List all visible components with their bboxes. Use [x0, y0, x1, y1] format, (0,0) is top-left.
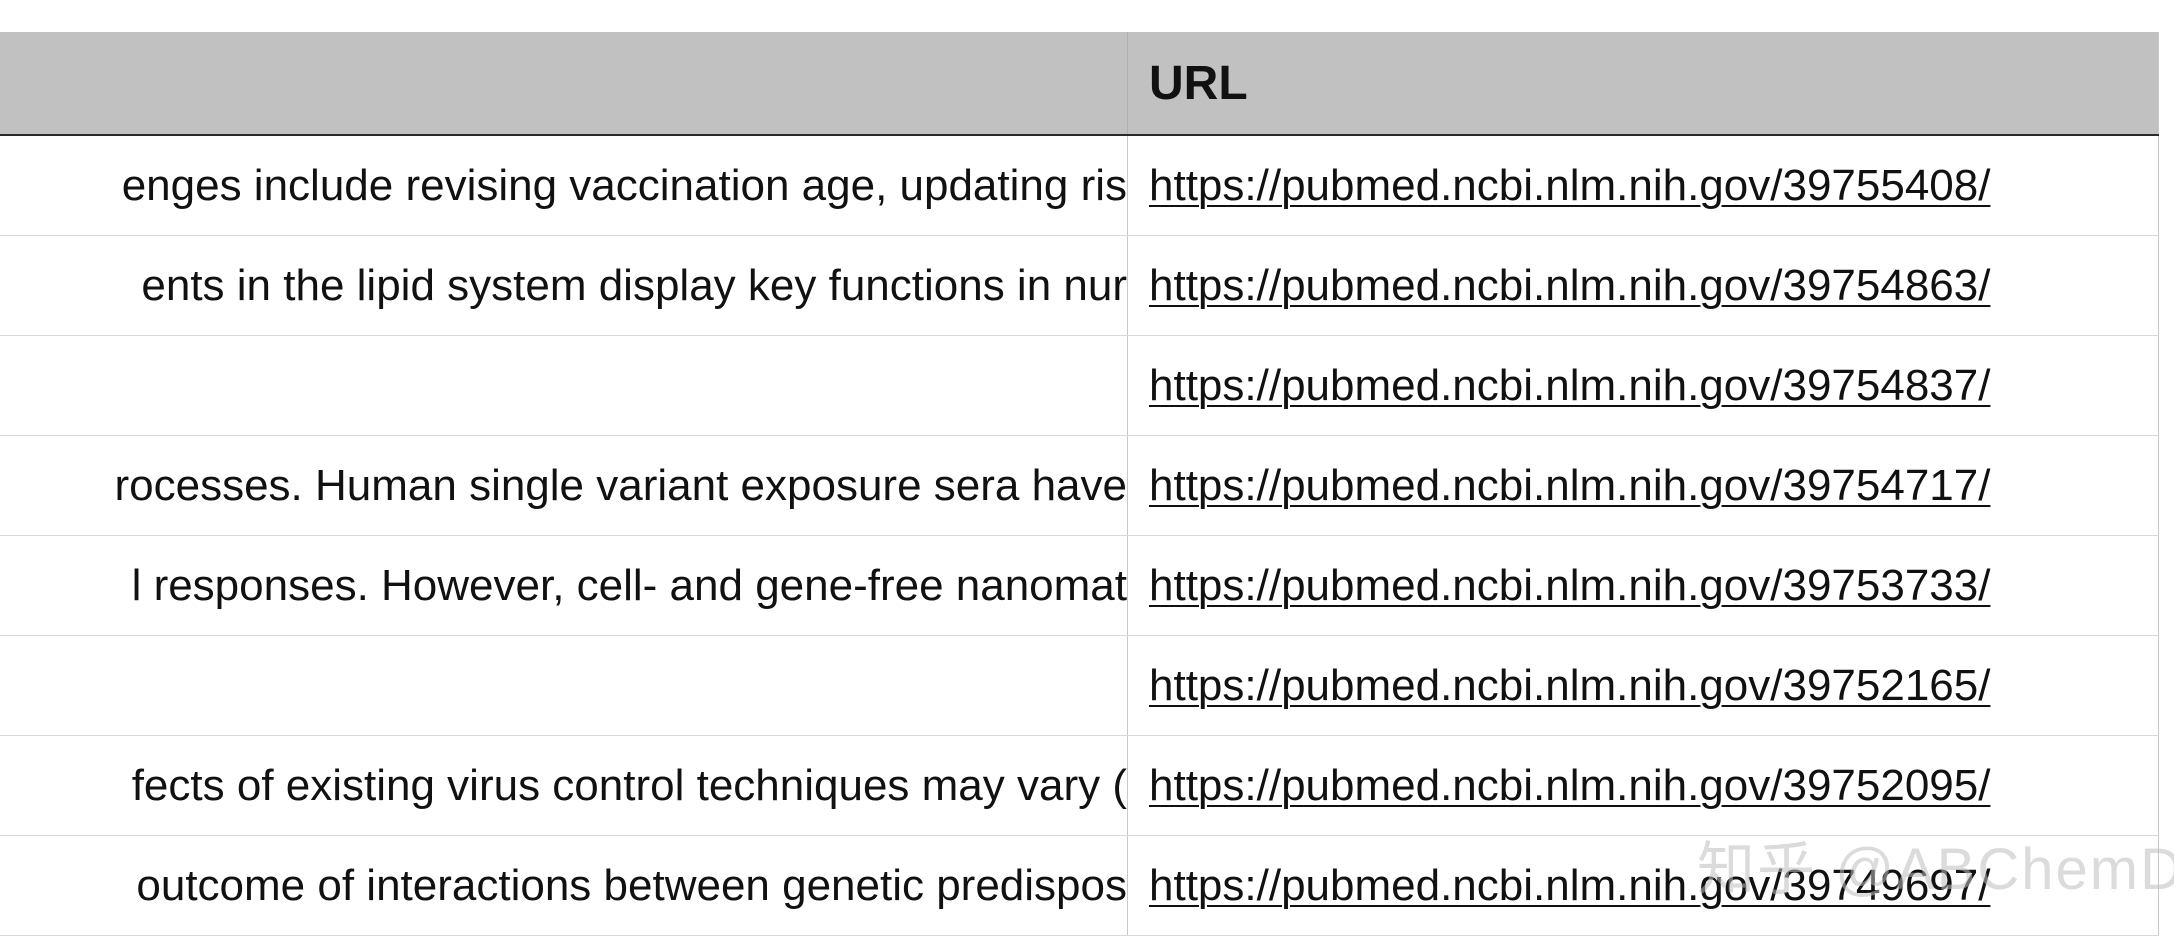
description-text: l responses. However, cell- and gene-fre…: [131, 560, 1127, 610]
description-text: ents in the lipid system display key fun…: [141, 260, 1127, 310]
table-row: rocesses. Human single variant exposure …: [0, 436, 2159, 536]
description-cell[interactable]: enges include revising vaccination age, …: [0, 136, 1127, 235]
table-row: ents in the lipid system display key fun…: [0, 236, 2159, 336]
url-link[interactable]: https://pubmed.ncbi.nlm.nih.gov/39755408…: [1149, 160, 1991, 210]
url-cell[interactable]: https://pubmed.ncbi.nlm.nih.gov/39754837…: [1127, 336, 2159, 435]
description-cell[interactable]: outcome of interactions between genetic …: [0, 836, 1127, 935]
url-link[interactable]: https://pubmed.ncbi.nlm.nih.gov/39749697…: [1149, 860, 1991, 910]
header-url-label: URL: [1149, 56, 1248, 110]
table-row: https://pubmed.ncbi.nlm.nih.gov/39752165…: [0, 636, 2159, 736]
description-cell[interactable]: rocesses. Human single variant exposure …: [0, 436, 1127, 535]
url-cell[interactable]: https://pubmed.ncbi.nlm.nih.gov/39752095…: [1127, 736, 2159, 835]
description-cell[interactable]: ents in the lipid system display key fun…: [0, 236, 1127, 335]
description-cell[interactable]: [0, 636, 1127, 735]
url-cell[interactable]: https://pubmed.ncbi.nlm.nih.gov/39749697…: [1127, 836, 2159, 935]
header-description-cell[interactable]: [0, 32, 1127, 134]
table-row: outcome of interactions between genetic …: [0, 836, 2159, 936]
header-url-cell[interactable]: URL: [1127, 32, 2159, 134]
url-cell[interactable]: https://pubmed.ncbi.nlm.nih.gov/39753733…: [1127, 536, 2159, 635]
url-link[interactable]: https://pubmed.ncbi.nlm.nih.gov/39754717…: [1149, 460, 1991, 510]
description-text: fects of existing virus control techniqu…: [131, 760, 1127, 810]
url-cell[interactable]: https://pubmed.ncbi.nlm.nih.gov/39754717…: [1127, 436, 2159, 535]
url-link[interactable]: https://pubmed.ncbi.nlm.nih.gov/39753733…: [1149, 560, 1991, 610]
table-row: https://pubmed.ncbi.nlm.nih.gov/39754837…: [0, 336, 2159, 436]
spreadsheet-table: URL enges include revising vaccination a…: [0, 32, 2159, 938]
header-row: URL: [0, 32, 2159, 136]
description-cell[interactable]: l responses. However, cell- and gene-fre…: [0, 536, 1127, 635]
url-cell[interactable]: https://pubmed.ncbi.nlm.nih.gov/39754863…: [1127, 236, 2159, 335]
description-cell[interactable]: fects of existing virus control techniqu…: [0, 736, 1127, 835]
table-row: l responses. However, cell- and gene-fre…: [0, 536, 2159, 636]
description-cell[interactable]: [0, 336, 1127, 435]
url-link[interactable]: https://pubmed.ncbi.nlm.nih.gov/39752165…: [1149, 660, 1991, 710]
url-cell[interactable]: https://pubmed.ncbi.nlm.nih.gov/39752165…: [1127, 636, 2159, 735]
description-text: enges include revising vaccination age, …: [121, 160, 1127, 210]
url-cell[interactable]: https://pubmed.ncbi.nlm.nih.gov/39755408…: [1127, 136, 2159, 235]
description-text: outcome of interactions between genetic …: [136, 860, 1127, 910]
table-row: fects of existing virus control techniqu…: [0, 736, 2159, 836]
table-row: enges include revising vaccination age, …: [0, 136, 2159, 236]
url-link[interactable]: https://pubmed.ncbi.nlm.nih.gov/39752095…: [1149, 760, 1991, 810]
url-link[interactable]: https://pubmed.ncbi.nlm.nih.gov/39754863…: [1149, 260, 1991, 310]
url-link[interactable]: https://pubmed.ncbi.nlm.nih.gov/39754837…: [1149, 360, 1991, 410]
description-text: rocesses. Human single variant exposure …: [114, 460, 1127, 510]
